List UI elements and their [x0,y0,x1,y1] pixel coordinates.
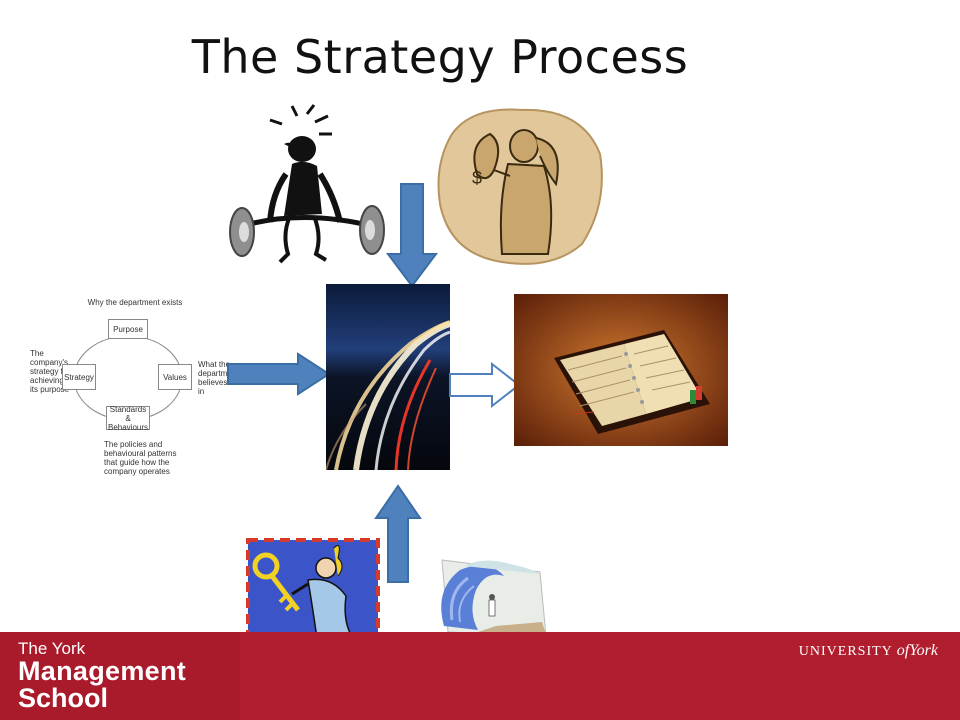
highway-photo [326,284,450,470]
cycle-left-caption: The company's strategy for achieving its… [30,349,71,394]
up-arrow [374,484,422,583]
wave-clipart [441,559,547,637]
weightlifter-clipart [229,104,385,264]
school-logo: The York Management School [18,640,186,712]
cycle-bottom-caption: The policies and behavioural patterns th… [104,440,177,476]
strong-woman-clipart: $ [437,108,603,265]
footer-line-3: School [18,683,109,713]
down-arrow [386,183,438,288]
cycle-box-values: Values [158,364,192,390]
cycle-right-caption: What the department believes in [198,360,239,396]
footer-line-1: The York [18,639,86,658]
cycle-top-caption: Why the department exists [87,298,183,307]
hollow-right-arrow [449,362,521,408]
cycle-box-standards: Standards & Behaviours [106,404,150,432]
cycle-diagram: Why the department exists The company's … [30,294,239,484]
footer-brand-panel [0,632,240,720]
university-of: of [896,642,910,659]
slide-title: The Strategy Process [191,30,689,84]
footer-line-2: Management [18,656,187,686]
right-arrow [227,352,331,396]
svg-text:$: $ [472,168,482,188]
cycle-box-strategy: Strategy [62,364,96,390]
cycle-box-purpose: Purpose [108,319,148,339]
university-logo: UNIVERSITY ofYork [799,642,938,660]
diary-photo [514,294,728,446]
university-name: York [909,642,938,659]
university-prefix: UNIVERSITY [798,644,893,659]
